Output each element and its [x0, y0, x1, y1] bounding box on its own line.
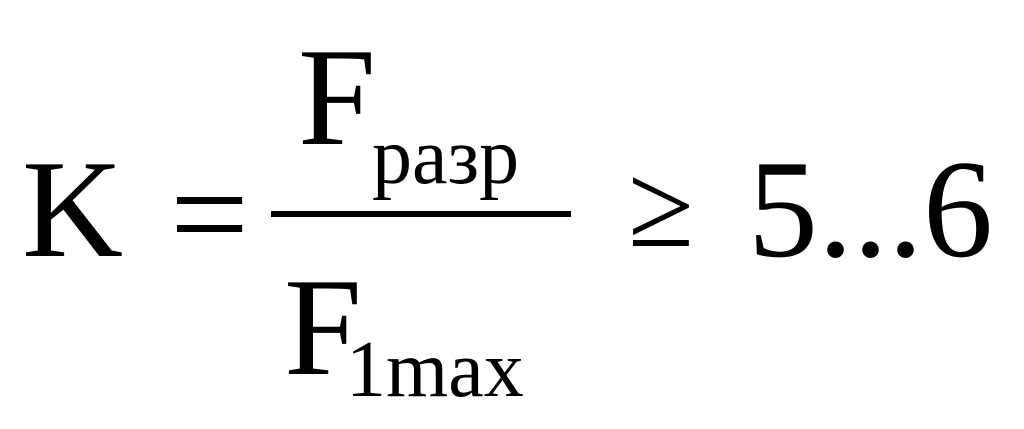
fraction-bar — [271, 211, 571, 217]
formula-rhs: 5...6 — [748, 132, 993, 287]
numerator-main: F — [298, 20, 376, 175]
numerator-subscript: разр — [372, 113, 520, 201]
denominator-subscript: 1max — [346, 326, 524, 414]
denominator-main: F — [284, 250, 362, 405]
greater-or-equal-sign: ≥ — [628, 139, 694, 272]
formula-lhs: K — [22, 132, 124, 287]
equals-sign: = — [170, 137, 249, 292]
